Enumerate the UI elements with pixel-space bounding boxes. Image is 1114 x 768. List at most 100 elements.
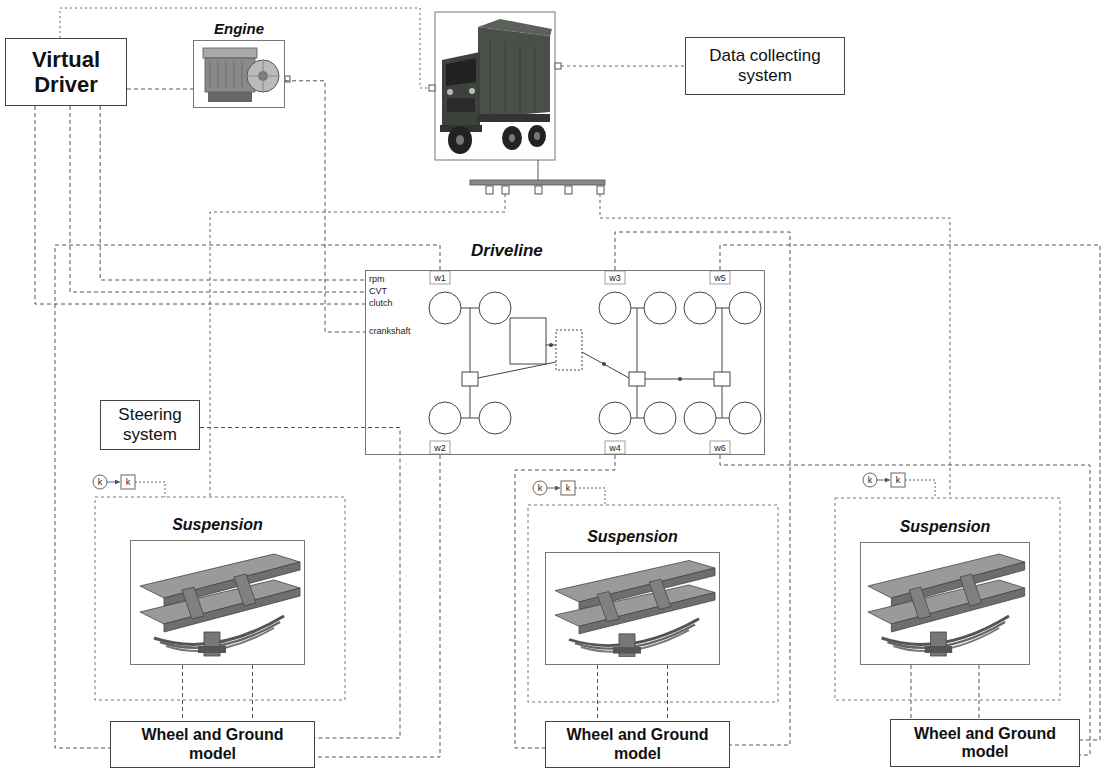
driveline-schematic-part [729, 292, 761, 324]
truck-illustration-part [456, 135, 464, 145]
signal-name: CVT [369, 286, 399, 297]
image-box: Engine [193, 40, 285, 108]
gain-block-part [905, 480, 935, 498]
signal-connector [615, 232, 790, 745]
signal-connector [70, 106, 365, 292]
block-heading: Suspension [546, 528, 719, 546]
signal-bus-part [210, 194, 505, 497]
suspension-pictures-part [868, 554, 1025, 656]
gain-block-part [891, 473, 905, 487]
signal-connector [911, 665, 912, 719]
truck-illustration-part [429, 85, 435, 91]
truck-illustration-part [448, 126, 472, 154]
engine-illustration-part [208, 92, 252, 102]
truck-illustration-part [490, 40, 535, 114]
signal-bus-part [565, 186, 572, 194]
process-box: Wheel and Ground model [890, 719, 1080, 767]
driveline-schematic-part [599, 402, 631, 434]
box-label: Wheel and Ground model [899, 725, 1071, 762]
driveline-schematic-part [644, 292, 676, 324]
truck-illustration-part [446, 58, 476, 86]
signal-connector [315, 455, 440, 757]
truck-illustration-part [469, 88, 475, 94]
signal-name: crankshaft [369, 326, 423, 337]
driveline-schematic-part [599, 292, 631, 324]
suspension-pictures-part [555, 561, 715, 657]
signal-connector [200, 428, 400, 739]
subsystem-frame [95, 497, 1060, 702]
driveline-schematic-part [479, 292, 511, 324]
truck-illustration-part [435, 12, 555, 160]
signal-connector [515, 455, 615, 748]
signal-bus-part [597, 186, 604, 194]
driveline-schematic-part [429, 292, 461, 324]
port-name: w4 [605, 442, 625, 454]
driveline-schematic-part [729, 402, 761, 434]
signal-bus-part [502, 186, 509, 194]
driveline-schematic-part [556, 330, 582, 370]
signal-connector [720, 245, 1100, 740]
driveline-schematic-part [602, 362, 606, 366]
gain-label: k [863, 473, 877, 487]
gain-label: k [561, 481, 575, 495]
engine-illustration-part [247, 60, 279, 92]
signal-connector [285, 81, 365, 332]
box-content: Wheel and Ground model [899, 725, 1071, 762]
gain-label: k [93, 475, 107, 489]
driveline-schematic-part [710, 441, 730, 454]
gain-block-part [547, 488, 560, 489]
driveline-schematic-part [684, 402, 716, 434]
truck-illustration-part [442, 52, 480, 128]
driveline-schematic-part [684, 292, 716, 324]
process-box: Wheel and Ground model [110, 721, 315, 768]
driveline-schematic-part [629, 372, 645, 386]
signal-name: clutch [369, 298, 403, 309]
truck-illustration-part [528, 125, 546, 147]
driveline-schematic-part [479, 402, 511, 434]
suspension-pictures-part [140, 554, 300, 656]
signal-bus-part [561, 66, 685, 67]
gain-block-part [93, 475, 107, 489]
block-heading: Suspension [131, 516, 304, 534]
truck-illustration-part [534, 132, 540, 140]
box-content: Virtual Driver [14, 47, 118, 98]
box-label: Virtual Driver [14, 47, 118, 98]
driveline-schematic-part [605, 271, 625, 284]
signal-connector [720, 455, 1090, 755]
port-name: w2 [430, 442, 450, 454]
truck-illustration-part [502, 126, 522, 150]
driveline-schematic-part [605, 441, 625, 454]
truck-illustration-part [447, 98, 475, 112]
truck-illustration-part [478, 114, 550, 122]
connector-group [35, 81, 1100, 757]
truck-illustration-part [555, 63, 561, 69]
signal-name: rpm [369, 274, 399, 285]
gain-block-part [561, 481, 575, 495]
block-heading: Driveline [471, 241, 543, 261]
box-content: Steering system [109, 405, 191, 444]
signal-bus [210, 66, 950, 498]
driveline-schematic-part [631, 308, 644, 418]
box-content: Wheel and Ground model [119, 726, 306, 763]
driveline-schematic-part [710, 271, 730, 284]
driveline-schematic-part [549, 343, 553, 347]
block-heading: Suspension [861, 518, 1029, 536]
gain-block-part [863, 473, 877, 487]
engine-illustration [203, 48, 290, 102]
driveline-schematic [429, 271, 761, 454]
driveline-schematic-part [461, 308, 479, 418]
suspension-pictures [140, 554, 1025, 656]
engine-illustration-part [210, 62, 242, 88]
signal-connector [597, 665, 598, 721]
signal-connector [127, 89, 193, 90]
gain-block [93, 473, 935, 505]
gain-block-part [877, 480, 890, 481]
signal-connector [182, 665, 183, 721]
engine-illustration-part [247, 60, 279, 92]
driveline-schematic-part [582, 352, 629, 378]
subsystem-frame-part [835, 498, 1060, 700]
gain-block-part [575, 488, 605, 505]
port-name: w6 [710, 442, 730, 454]
